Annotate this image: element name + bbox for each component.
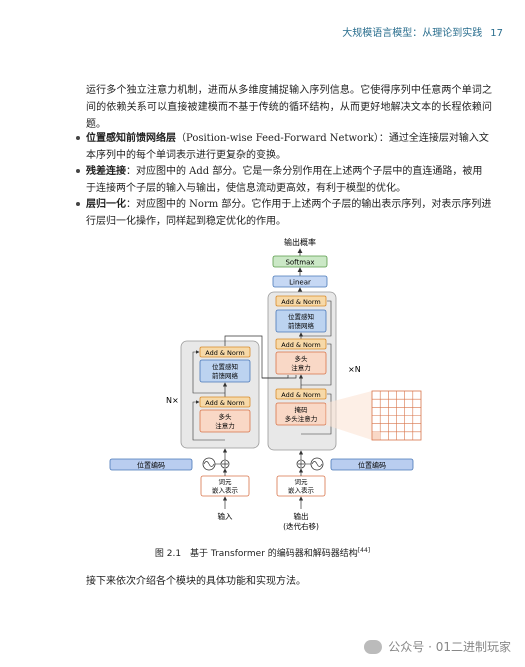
add-norm-label: Add & Norm: [205, 349, 245, 357]
add-norm-label: Add & Norm: [281, 298, 321, 306]
output-label-line2: (迭代右移): [283, 521, 319, 531]
linear-label: Linear: [289, 279, 311, 287]
linear-box: [272, 275, 328, 288]
masked-label-line2: 多头注意力: [285, 414, 318, 423]
ffn-label-line2: 前馈网络: [288, 321, 315, 330]
add-norm-label: Add & Norm: [205, 399, 245, 407]
mha-label-line1: 多头: [295, 354, 309, 363]
caption-text: 图 2.1 基于 Transformer 的编码器和解码器结构: [154, 549, 358, 559]
self-attention-box: [199, 409, 251, 433]
add-norm-box: [275, 338, 327, 350]
add-norm-label: Add & Norm: [281, 391, 321, 399]
emb-label-line1: 词元: [295, 478, 309, 486]
bullet-dot: [76, 202, 80, 206]
running-header: 大规模语言模型：从理论到实践 17: [342, 24, 503, 39]
bullet-term: 层归一化: [86, 199, 126, 210]
emb-label-line2: 嵌入表示: [212, 486, 239, 495]
nx-left-label: N×: [166, 396, 179, 405]
page-number: 17: [490, 28, 503, 39]
mha-label-line2: 注意力: [215, 421, 235, 430]
intro-paragraph: 运行多个独立注意力机制，进而从多维度捕捉输入序列信息。它使得序列中任意两个单词之…: [86, 85, 492, 130]
ffn-box: [275, 309, 327, 333]
caption-ref: [44]: [357, 547, 371, 554]
softmax-box: [272, 255, 328, 268]
pos-enc-label: 位置编码: [358, 461, 386, 470]
pos-enc-label: 位置编码: [137, 461, 165, 470]
ffn-label-line1: 位置感知: [288, 312, 314, 321]
input-label: 输入: [218, 511, 233, 521]
mask-grid: [326, 390, 422, 441]
bullet-text: ：对应图中的 Norm 部分。它作用于上述两个子层的输出表示序列，对表示序列进行…: [86, 199, 492, 227]
emb-label-line1: 词元: [219, 478, 233, 486]
add-norm-box: [199, 396, 251, 408]
ffn-label-line1: 位置感知: [212, 362, 238, 371]
add-norm-box: [199, 346, 251, 358]
closing-paragraph: 接下来依次介绍各个模块的具体功能和实现方法。: [86, 576, 306, 587]
output-label-line1: 输出: [294, 511, 309, 521]
wechat-icon: [364, 639, 383, 654]
mha-label-line1: 多头: [219, 412, 233, 421]
add-norm-box: [275, 388, 327, 400]
bullet-item: 层归一化：对应图中的 Norm 部分。它作用于上述两个子层的输出表示序列，对表示…: [76, 196, 492, 230]
ffn-box: [199, 359, 251, 383]
cross-attention-box: [275, 351, 327, 375]
bullet-term: 位置感知前馈网络层: [86, 133, 176, 144]
bullet-text: （Position-wise Feed-Forward Network）：通过全…: [86, 133, 489, 161]
watermark-text: 公众号 · 01二进制玩家: [388, 640, 511, 654]
bullet-item: 残差连接：对应图中的 Add 部分。它是一条分别作用在上述两个子层中的直连通路，…: [76, 163, 492, 197]
bullet-term: 残差连接: [86, 166, 126, 177]
softmax-label: Softmax: [285, 259, 314, 267]
bullet-dot: [76, 169, 80, 173]
figure-caption: 图 2.1 基于 Transformer 的编码器和解码器结构[44]: [0, 546, 525, 559]
header-title: 大规模语言模型：从理论到实践: [342, 28, 483, 39]
nx-right-label: ×N: [348, 365, 361, 374]
masked-label-line1: 掩码: [295, 405, 309, 414]
bullet-text: ：对应图中的 Add 部分。它是一条分别作用在上述两个子层中的直连通路，被用于连…: [86, 166, 483, 194]
ffn-label-line2: 前馈网络: [212, 371, 239, 380]
bullet-dot: [76, 136, 80, 140]
pos-enc-box-right: [330, 458, 414, 471]
pos-enc-box-left: [109, 458, 193, 471]
emb-label-line2: 嵌入表示: [288, 486, 315, 495]
add-norm-label: Add & Norm: [281, 341, 321, 349]
output-prob-label: 输出概率: [284, 237, 316, 247]
watermark: 公众号 · 01二进制玩家: [364, 638, 511, 655]
bullet-item: 位置感知前馈网络层（Position-wise Feed-Forward Net…: [76, 130, 492, 164]
add-norm-box: [275, 295, 327, 307]
mha-label-line2: 注意力: [291, 363, 311, 372]
